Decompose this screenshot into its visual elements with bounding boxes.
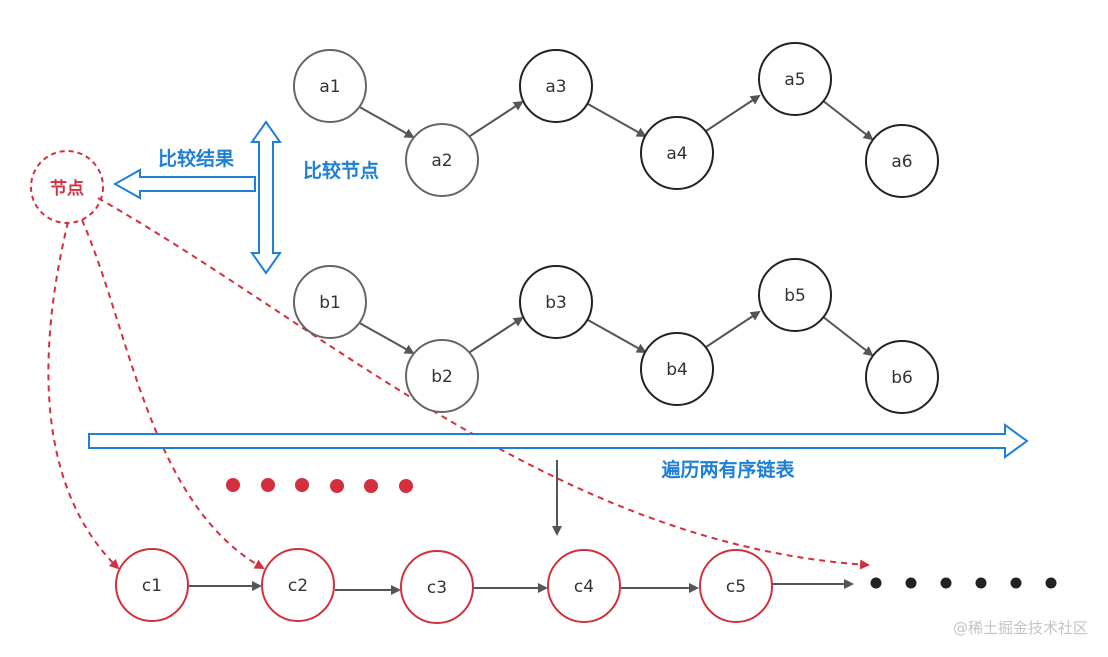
node-a3-label: a3 <box>545 77 566 97</box>
result-node-label: 节点 <box>50 178 84 199</box>
node-to-c2-dashed-arrow <box>81 219 265 569</box>
node-a4 <box>640 116 714 190</box>
list-b: b1 b2 b3 b4 b5 b6 <box>293 258 939 414</box>
node-b1-label: b1 <box>319 293 341 313</box>
edge-b3-b4 <box>587 319 647 353</box>
edge-b2-b3 <box>469 316 524 353</box>
edge-b1-b2 <box>355 320 415 354</box>
compare-result-label: 比较结果 <box>158 147 234 170</box>
node-a5-label: a5 <box>784 70 805 90</box>
node-c2-label: c2 <box>288 576 308 596</box>
node-a6 <box>865 124 939 198</box>
node-a2 <box>405 123 479 197</box>
node-b6 <box>865 340 939 414</box>
node-c5 <box>699 549 773 623</box>
node-b4 <box>640 332 714 406</box>
red-dot <box>330 479 344 493</box>
node-b3 <box>519 265 593 339</box>
edge-a5-a6 <box>821 99 874 141</box>
tail-dot <box>940 577 952 589</box>
red-dot <box>226 478 240 492</box>
node-b2 <box>405 339 479 413</box>
tail-ellipsis-dots <box>870 577 1057 589</box>
red-dot <box>364 479 378 493</box>
node-b4-label: b4 <box>666 360 688 380</box>
red-dot <box>295 478 309 492</box>
node-a5 <box>758 42 832 116</box>
node-b1 <box>293 265 367 339</box>
node-c5-label: c5 <box>726 577 746 597</box>
red-ellipsis-dots <box>226 478 413 493</box>
node-to-c1-dashed-arrow <box>47 221 120 570</box>
node-c1-label: c1 <box>142 576 162 596</box>
node-a1 <box>293 49 367 123</box>
node-b3-label: b3 <box>545 293 567 313</box>
compare-nodes-double-arrow <box>250 120 282 275</box>
node-c1 <box>115 548 189 622</box>
edge-b5-b6 <box>821 315 874 357</box>
node-a4-label: a4 <box>666 144 687 164</box>
traverse-label: 遍历两有序链表 <box>660 458 795 481</box>
compare-result-arrow <box>112 168 256 200</box>
node-a2-label: a2 <box>431 151 452 171</box>
red-dot <box>399 479 413 493</box>
list-a: a1 a2 a3 a4 a5 a6 <box>293 42 939 198</box>
tail-dot <box>975 577 987 589</box>
node-c2 <box>261 548 335 622</box>
node-b5-label: b5 <box>784 286 806 306</box>
node-c3-label: c3 <box>427 578 447 598</box>
node-a6-label: a6 <box>891 152 912 172</box>
node-a3 <box>519 49 593 123</box>
watermark: @稀土掘金技术社区 <box>953 619 1088 637</box>
tail-dot <box>1045 577 1057 589</box>
node-b6-label: b6 <box>891 368 913 388</box>
compare-nodes-label: 比较节点 <box>303 159 379 182</box>
node-c4 <box>547 549 621 623</box>
edge-a3-a4 <box>587 103 647 137</box>
tail-dot <box>870 577 882 589</box>
list-c: c1 c2 c3 c4 c5 <box>115 548 854 624</box>
node-b5 <box>758 258 832 332</box>
node-b2-label: b2 <box>431 367 453 387</box>
node-to-tail-dashed-arrow <box>97 197 870 570</box>
node-c3 <box>400 550 474 624</box>
traverse-arrow <box>88 423 1029 459</box>
edge-a2-a3 <box>469 100 524 137</box>
tail-dot <box>1010 577 1022 589</box>
edge-b4-b5 <box>705 310 761 348</box>
red-dot <box>261 478 275 492</box>
tail-dot <box>905 577 917 589</box>
node-a1-label: a1 <box>319 77 340 97</box>
node-c4-label: c4 <box>574 577 594 597</box>
edge-a4-a5 <box>705 94 761 132</box>
edge-a1-a2 <box>355 104 415 138</box>
